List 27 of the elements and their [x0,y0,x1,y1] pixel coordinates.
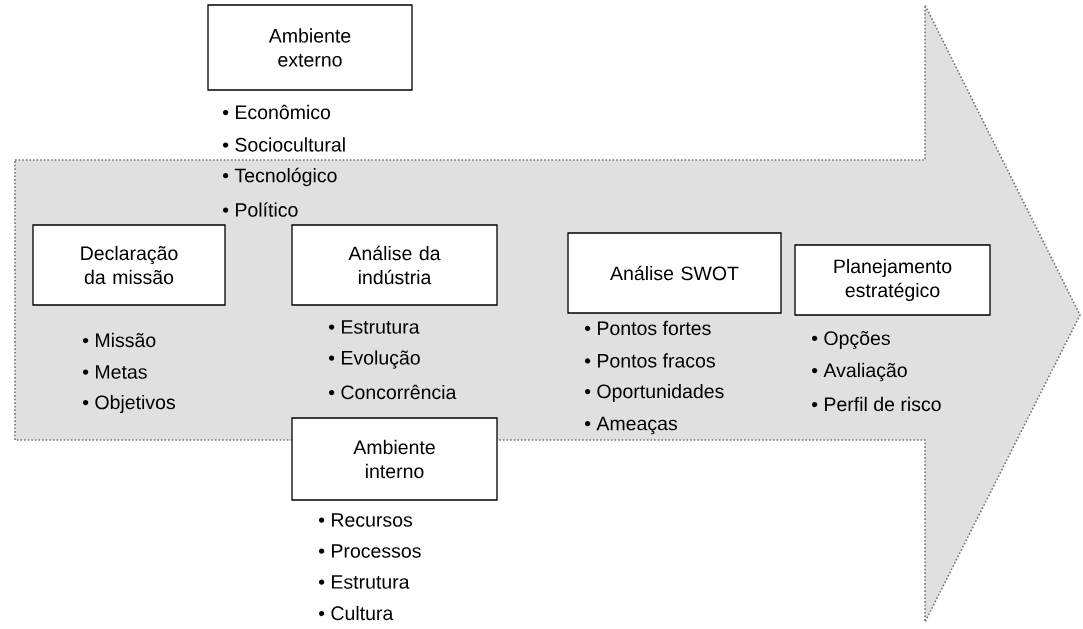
bullet-item: • Ameaças [585,416,677,435]
text-box: Declaração da missão [32,224,226,306]
text-box: Ambiente externo [207,4,413,91]
bullet-item: • Metas [82,365,147,379]
text-box: Planejamento estratégico [794,244,991,316]
bullet-item: • Processos [318,544,421,558]
bullet-item: • Perfil de risco [812,396,941,412]
bullet-item: • Avaliação [812,362,907,382]
bullet-item: • Econômico [222,104,331,120]
text-box: Análise da indústria [291,224,498,306]
text-box: Análise SWOT [567,232,782,314]
bullet-item: • Opções [812,330,890,350]
bullet-item: • Estrutura [318,575,410,589]
bullet-item: • Cultura [318,605,394,621]
bullet-item: • Sociocultural [222,137,345,152]
bullet-item: • Missão [82,332,156,348]
bullet-item: • Objetivos [82,394,175,414]
bullet-item: • Evolução [328,350,420,369]
bullet-item: • Recursos [318,513,413,527]
bullet-item: • Estrutura [328,320,420,334]
text-box: Ambiente interno [291,417,498,501]
bullet-item: • Pontos fracos [585,353,715,368]
bullet-item: • Concorrência [328,384,457,400]
bullet-item: • Tecnológico [222,167,337,187]
bullet-item: • Político [222,202,298,217]
bullet-item: • Oportunidades [585,383,724,403]
bullet-item: • Pontos fortes [585,320,711,336]
